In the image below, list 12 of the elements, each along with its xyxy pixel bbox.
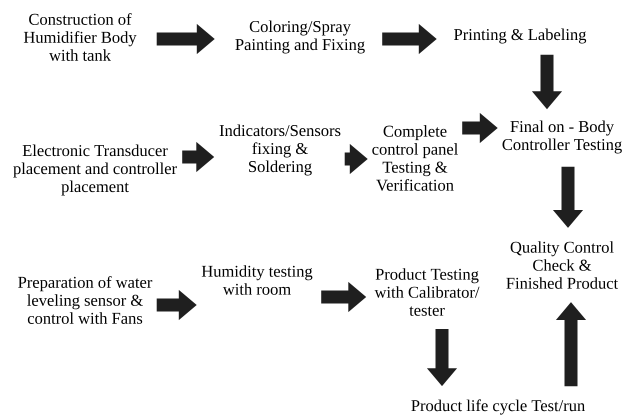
step-label: Quality Control Check & Finished Product <box>506 241 618 289</box>
step-label: Final on - Body Controller Testing <box>502 120 622 154</box>
step-label: Printing & Labeling <box>454 28 586 44</box>
step-label: Indicators/Sensors fixing & Soldering <box>220 124 340 176</box>
step-label: Electronic Transducer placement and controller placement <box>13 144 177 196</box>
step-label: Complete control panel Testing & Verification <box>372 125 458 191</box>
step-label: Humidity testing with room <box>202 265 312 295</box>
step-label: Product life cycle Test/run <box>411 399 585 415</box>
step-label: Construction of Humidifier Body with tank <box>24 13 137 61</box>
step-label: Coloring/Spray Painting and Fixing <box>235 20 365 54</box>
step-label: Preparation of water leveling sensor & control with Fans <box>18 276 152 324</box>
step-label: Product Testing with Calibrator/ tester <box>374 268 480 316</box>
